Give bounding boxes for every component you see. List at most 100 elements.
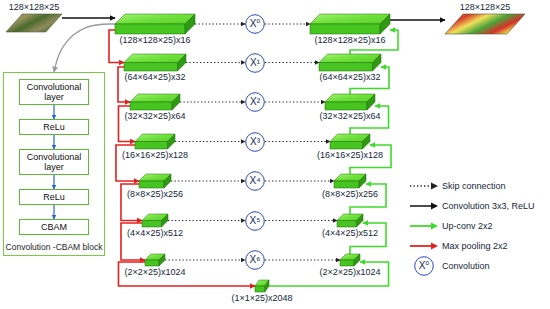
skip-connection-arrow (186, 62, 245, 63)
dimension-label: (2×2×25)x1024 (319, 267, 380, 278)
block-top (310, 14, 390, 24)
block-shape (337, 214, 363, 227)
legend-row: Skip connection (408, 176, 535, 196)
block-side (363, 134, 371, 149)
dimension-label: (8×8×25)x256 (322, 189, 378, 200)
circle-label: X² (250, 96, 260, 108)
block-shape (310, 14, 390, 34)
block-top (325, 94, 375, 102)
layer-label: Convolutional layer (23, 82, 85, 102)
layer-label: Convolutional layer (23, 152, 85, 172)
block-side (162, 214, 169, 227)
block-side (367, 94, 375, 110)
circle-outline (246, 93, 265, 112)
layer-label: ReLu (23, 122, 85, 132)
block-front (135, 142, 168, 150)
skip-connection-arrow (180, 101, 245, 102)
legend-line (410, 205, 432, 207)
legend-sample: X⁰ (408, 256, 440, 276)
dimension-label: 128×128×25 (460, 2, 511, 13)
convolution-circle: X¹ (245, 53, 265, 73)
block-front (330, 142, 363, 150)
legend-row: Convolution 3x3, ReLU (408, 196, 535, 216)
legend-text: Skip connection (442, 181, 506, 192)
block-shape (130, 94, 180, 110)
convolution-circle: X² (245, 92, 265, 112)
max-pooling-arrow (118, 262, 255, 286)
dimension-label: (64×64×25)x32 (124, 72, 185, 83)
legend-sample (408, 196, 440, 216)
layer-box: CBAM (19, 219, 89, 235)
flow-arrow (53, 135, 54, 149)
block-shape (325, 94, 375, 110)
convolution-circle: X⁵ (245, 211, 265, 231)
block-front (142, 221, 162, 228)
output-map: 128×128×25 (445, 14, 525, 34)
encoder-block: (128×128×25)x16 (115, 14, 195, 34)
block-shape (445, 14, 525, 34)
decoder-block: (8×8×25)x256 (334, 174, 366, 188)
block-top (319, 54, 381, 63)
layer-box: ReLu (19, 189, 89, 205)
skip-connection-arrow (175, 141, 245, 142)
block-shape (142, 214, 168, 227)
block-front (130, 102, 172, 110)
flow-arrow (53, 175, 54, 189)
skip-connection-arrow (265, 23, 310, 24)
skip-connection-arrow (265, 180, 334, 181)
block-shape (6, 14, 62, 32)
block-side (373, 54, 382, 71)
up-conv-arrow (269, 262, 389, 286)
block-shape (115, 14, 195, 34)
circle-outline (246, 53, 265, 72)
dimension-label: (16×16×25)x128 (122, 150, 188, 161)
dimension-label: (128×128×25)x16 (119, 35, 190, 46)
block-front (145, 260, 159, 266)
circle-label: X⁴ (250, 175, 261, 187)
encoder-block: (64×64×25)x32 (124, 54, 186, 71)
legend-line (410, 225, 432, 227)
circle-outline (246, 211, 265, 230)
block-shape (319, 54, 381, 71)
circle-label: X³ (250, 136, 260, 148)
block-front (334, 181, 359, 188)
decoder-block: (32×32×25)x64 (325, 94, 375, 110)
conv-relu-arrow (62, 17, 115, 18)
dimension-label: (1×1×25)x2048 (231, 293, 292, 304)
legend: Skip connectionConvolution 3x3, ReLU Up-c… (408, 176, 535, 276)
skip-connection-arrow (168, 220, 245, 221)
circle-label: X¹ (250, 57, 260, 69)
block-shape (255, 280, 269, 292)
block-front (124, 63, 178, 72)
legend-row: X⁰Convolution (408, 256, 535, 276)
legend-arrowhead (431, 203, 438, 210)
legend-text: Convolution 3x3, ReLU (442, 201, 535, 212)
skip-connection-arrow (265, 220, 337, 221)
block-shape (330, 134, 370, 149)
skip-connection-arrow (171, 180, 245, 181)
encoder-block: (16×16×25)x128 (135, 134, 175, 149)
legend-text: Up-conv 2x2 (442, 221, 493, 232)
circle-label: X⁶ (250, 254, 261, 266)
block-front (325, 102, 367, 110)
legend-row: Up-conv 2x2 (408, 216, 535, 236)
legend-arrowhead (431, 223, 438, 230)
block-shape (139, 174, 171, 188)
bottleneck-block: (1×1×25)x2048 (255, 280, 269, 292)
block-top (115, 14, 195, 24)
layer-box: Convolutional layer (19, 149, 89, 175)
encoder-block: (8×8×25)x256 (139, 174, 171, 188)
block-side (359, 174, 366, 188)
decoder-block: (2×2×25)x1024 (340, 254, 360, 266)
circle-outline (246, 251, 265, 270)
block-side (159, 254, 165, 266)
legend-sample-graphic (408, 216, 440, 236)
layer-label: CBAM (23, 222, 85, 232)
legend-circle (415, 257, 434, 276)
skip-connection-arrow (195, 23, 245, 24)
skip-connection-arrow (265, 62, 319, 63)
flow-arrow (53, 205, 54, 219)
panel-caption: Convolution -CBAM block (6, 242, 103, 252)
block-top (130, 94, 180, 102)
